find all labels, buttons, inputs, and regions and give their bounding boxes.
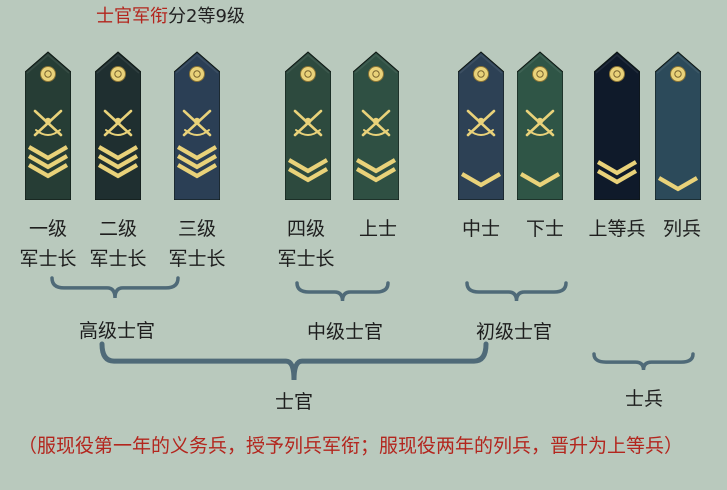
shoulder-board-graphic: [285, 51, 331, 200]
crossed-rifles-icon: [525, 109, 555, 137]
shoulder-board-graphic: [655, 51, 701, 200]
button-star-icon: [300, 66, 316, 82]
crossed-rifles-icon: [103, 109, 133, 137]
chevron-stripe: [596, 169, 638, 185]
group-label-senior: 高级士官: [78, 320, 155, 342]
chevron-stripe: [27, 145, 69, 161]
rank-label: 二级军士长: [89, 218, 147, 270]
shoulder-board-graphic: [594, 51, 640, 200]
rank-label: 下士: [525, 218, 564, 240]
shoulder-board: [594, 50, 640, 200]
chevron-stripe: [657, 176, 699, 192]
chevron-stripe: [355, 158, 397, 174]
title-rest: 分2等9级: [168, 6, 245, 27]
chevron-stripe: [287, 167, 329, 183]
chevron-stripe: [176, 145, 218, 161]
footnote: （服现役第一年的义务兵，授予列兵军衔；服现役两年的列兵，晋升为上等兵）: [18, 435, 684, 457]
shoulder-board: [25, 50, 71, 200]
chevron-stripe: [97, 145, 139, 161]
rank-label: 四级军士长: [277, 218, 335, 270]
shoulder-board: [458, 50, 504, 200]
chevron-stripe: [519, 172, 561, 188]
brace-junior: [465, 281, 568, 303]
chevron-stripe: [460, 172, 502, 188]
button-star-icon: [110, 66, 126, 82]
shoulder-board-graphic: [25, 51, 71, 200]
chevron-stripe: [97, 163, 139, 179]
brace-soldier: [592, 352, 695, 372]
group-label-middle: 中级士官: [306, 321, 383, 343]
brace-icon: [465, 281, 568, 302]
rank-label: 中士: [461, 218, 500, 240]
button-star-icon: [189, 66, 205, 82]
shoulder-board-graphic: [174, 51, 220, 200]
chevron-stripe: [355, 167, 397, 183]
rank-label: 列兵: [662, 218, 701, 240]
chevron-stripe: [176, 163, 218, 179]
brace-middle: [295, 281, 390, 303]
shoulder-board: [517, 50, 563, 200]
button-star-icon: [473, 66, 489, 82]
rank-label: 上等兵: [588, 218, 646, 240]
shoulder-board-graphic: [458, 51, 504, 200]
chevron-stripe: [596, 160, 638, 176]
rank-label: 一级军士长: [19, 218, 77, 270]
shoulder-board-graphic: [517, 51, 563, 200]
crossed-rifles-icon: [293, 109, 323, 137]
shoulder-board: [655, 50, 701, 200]
crossed-rifles-icon: [361, 109, 391, 137]
rank-label: 三级军士长: [168, 218, 226, 270]
button-star-icon: [532, 66, 548, 82]
brace-icon: [592, 352, 695, 371]
shoulder-board: [353, 50, 399, 200]
brace-nco: [99, 341, 489, 382]
crossed-rifles-icon: [182, 109, 212, 137]
chevron-stripe: [176, 154, 218, 170]
shoulder-board-graphic: [95, 51, 141, 200]
shoulder-board-graphic: [353, 51, 399, 200]
brace-senior: [50, 276, 180, 300]
crossed-rifles-icon: [466, 109, 496, 137]
chevron-stripe: [27, 163, 69, 179]
title-highlight: 士官军衔: [96, 6, 168, 27]
chevron-stripe: [27, 154, 69, 170]
button-star-icon: [368, 66, 384, 82]
group-label-soldier: 士兵: [624, 388, 663, 410]
brace-icon: [50, 276, 180, 299]
shoulder-board: [174, 50, 220, 200]
shoulder-board: [95, 50, 141, 200]
chevron-stripe: [287, 158, 329, 174]
group-label-nco: 士官: [274, 391, 313, 413]
group-label-junior: 初级士官: [475, 321, 552, 343]
brace-icon: [99, 341, 489, 381]
page-title: 士官军衔分2等9级: [96, 5, 245, 29]
rank-label: 上士: [358, 218, 397, 240]
brace-icon: [295, 281, 390, 302]
shoulder-board: [285, 50, 331, 200]
button-star-icon: [40, 66, 56, 82]
chevron-stripe: [97, 154, 139, 170]
button-star-icon: [670, 66, 686, 82]
button-star-icon: [609, 66, 625, 82]
crossed-rifles-icon: [33, 109, 63, 137]
